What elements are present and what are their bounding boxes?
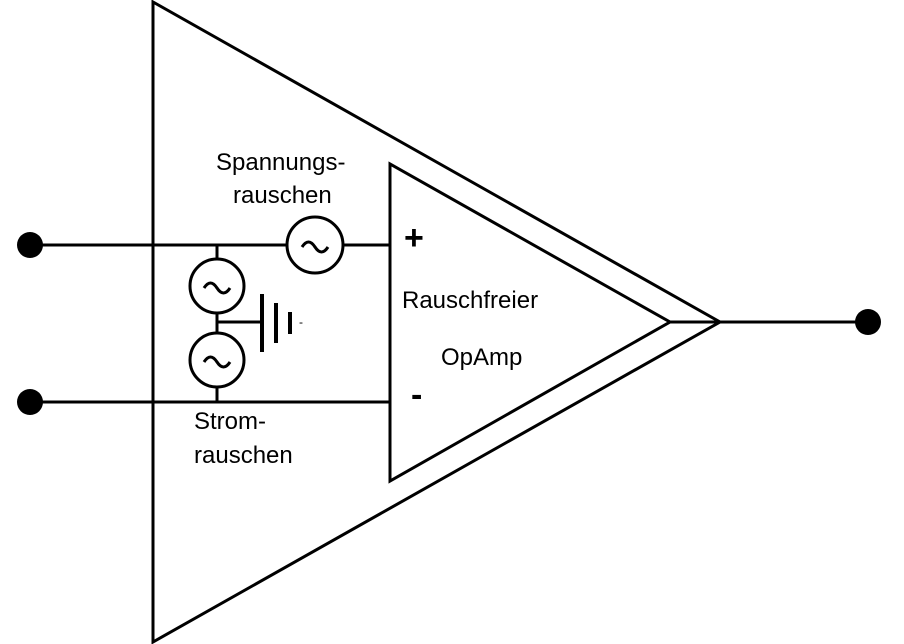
minus-sign: -	[411, 376, 422, 414]
opamp-label-line1: Rauschfreier	[402, 287, 538, 314]
current-noise-label-line2: rauschen	[194, 442, 293, 469]
ground-icon	[217, 294, 292, 352]
inner-opamp-triangle	[388, 161, 674, 484]
ground-mark: -	[299, 315, 303, 329]
voltage-noise-label-line2: rauschen	[233, 182, 332, 209]
current-noise-source-bottom-icon	[188, 331, 246, 389]
voltage-noise-label-line1: Spannungs-	[216, 149, 345, 176]
opamp-label-line2: OpAmp	[441, 344, 522, 371]
current-noise-label-line1: Strom-	[194, 408, 266, 435]
current-noise-source-top-icon	[188, 257, 246, 315]
plus-sign: +	[404, 219, 424, 257]
outer-amplifier-triangle	[151, 0, 724, 644]
voltage-noise-source-icon	[285, 215, 345, 275]
output-terminal-icon	[855, 309, 881, 335]
